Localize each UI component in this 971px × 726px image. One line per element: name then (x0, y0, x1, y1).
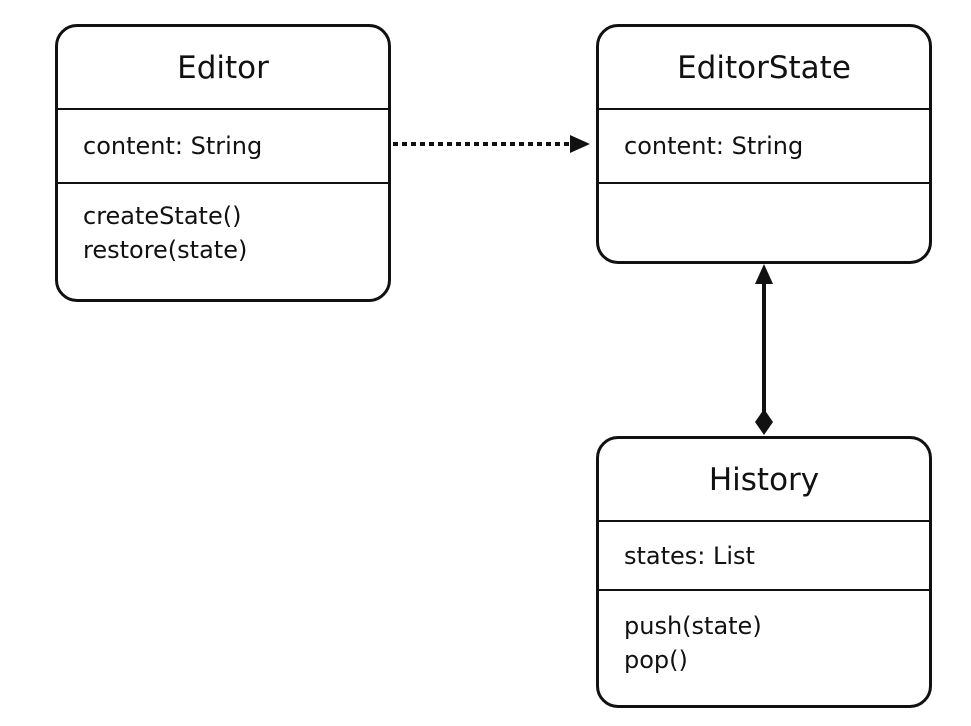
class-box-history[interactable]: History states: List push(state) pop() (596, 436, 932, 708)
arrowhead-icon (755, 264, 773, 284)
methods-section: createState() restore(state) (58, 184, 388, 267)
class-name: EditorState (599, 27, 929, 110)
composition-arrow-history-to-editorstate (755, 264, 773, 435)
methods-section: push(state) pop() (599, 591, 929, 677)
attribute: content: String (624, 132, 804, 160)
attribute: content: String (83, 132, 263, 160)
class-name: History (599, 439, 929, 522)
method: restore(state) (83, 236, 248, 264)
attributes-section: content: String (599, 110, 929, 184)
attribute: states: List (624, 541, 755, 570)
arrowhead-icon (570, 135, 590, 153)
class-name: Editor (58, 27, 388, 110)
attributes-section: states: List (599, 522, 929, 591)
diamond-icon (755, 409, 773, 435)
method: pop() (624, 646, 688, 674)
class-box-editorstate[interactable]: EditorState content: String (596, 24, 932, 264)
method: push(state) (624, 612, 762, 640)
dependency-arrow-editor-to-editorstate (393, 135, 590, 153)
class-box-editor[interactable]: Editor content: String createState() res… (55, 24, 391, 302)
method: createState() (83, 202, 242, 230)
methods-section (599, 184, 929, 199)
attributes-section: content: String (58, 110, 388, 184)
